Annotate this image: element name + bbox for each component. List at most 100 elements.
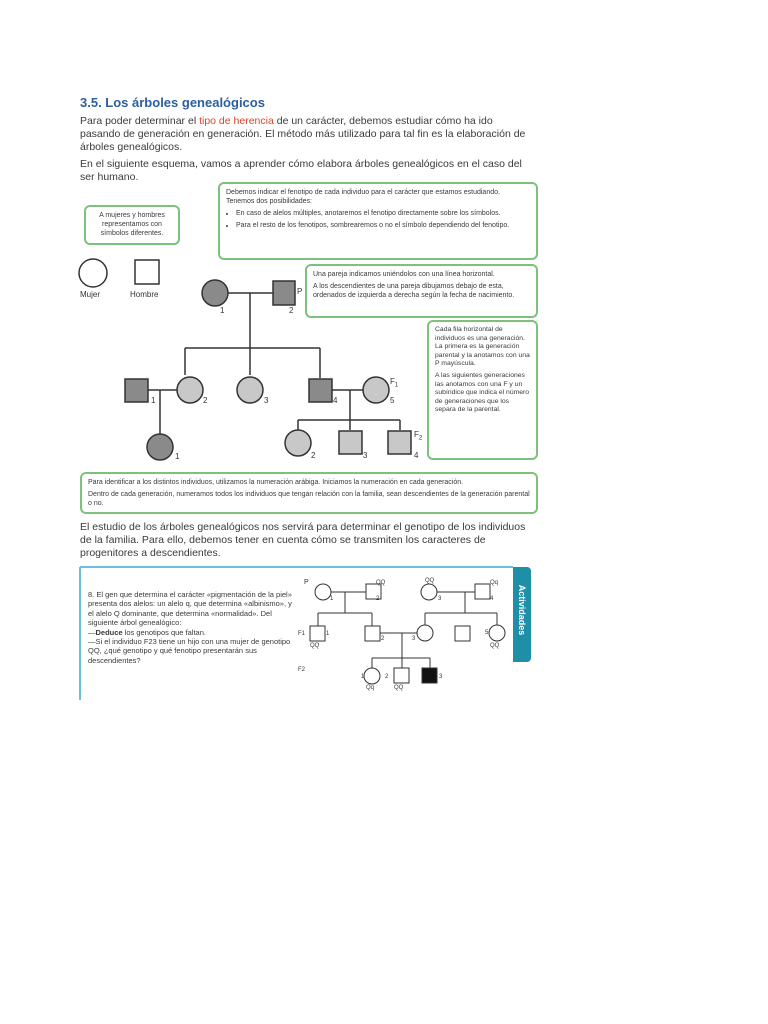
couple-text-1: Una pareja indicamos uniéndolos con una … bbox=[313, 271, 495, 278]
numbering-box: Para identificar a los distintos individ… bbox=[80, 472, 538, 514]
f2-1-woman-symbol bbox=[146, 433, 174, 461]
act-f2-3-man-albino bbox=[421, 667, 438, 684]
legend-man-label: Hombre bbox=[130, 290, 159, 299]
phenotype-item-2: Para el resto de los fenotipos, sombrear… bbox=[236, 221, 530, 230]
f2-letter: F bbox=[414, 430, 419, 439]
symbols-box: A mujeres y hombres representamos con sí… bbox=[84, 205, 180, 245]
intro-paragraph-2: En el siguiente esquema, vamos a aprende… bbox=[80, 158, 522, 183]
act-p2-man bbox=[365, 583, 382, 600]
act-p4-number: 4 bbox=[490, 596, 494, 602]
act-p3-genotype: QQ bbox=[425, 578, 435, 584]
act-f2-label: F2 bbox=[298, 667, 306, 673]
f1-1-man-symbol bbox=[124, 378, 149, 403]
activity-text-block: 8. El gen que determina el carácter «pig… bbox=[88, 590, 293, 665]
symbols-box-text: A mujeres y hombres representamos con sí… bbox=[99, 212, 165, 237]
act-p1-number: 1 bbox=[330, 596, 334, 602]
act-f2-3-number: 3 bbox=[439, 674, 443, 680]
activity-bullet-1-bold: Deduce bbox=[95, 627, 123, 637]
act-p1-woman bbox=[314, 583, 332, 601]
act-f1-2-man bbox=[364, 625, 381, 642]
p1-number: 1 bbox=[220, 306, 225, 315]
legend-woman-label: Mujer bbox=[80, 290, 101, 299]
generation-box: Cada fila horizontal de individuos es un… bbox=[427, 320, 538, 460]
f2-2-number: 2 bbox=[311, 451, 316, 460]
act-f1-label: F1 bbox=[298, 631, 306, 637]
f1-letter: F bbox=[390, 377, 395, 386]
f2-4-man-symbol bbox=[387, 430, 412, 455]
act-f1-1-man bbox=[309, 625, 326, 642]
f2-1-number: 1 bbox=[175, 452, 180, 461]
phenotype-box: Debemos indicar el fenotipo de cada indi… bbox=[218, 182, 538, 260]
act-p2-genotype: QQ bbox=[376, 580, 386, 586]
act-f1-3-woman bbox=[416, 624, 434, 642]
act-f1-5-genotype: QQ bbox=[490, 643, 500, 649]
f1-3-woman-symbol bbox=[236, 376, 264, 404]
activity-pedigree bbox=[79, 566, 513, 700]
p2-man-symbol bbox=[272, 280, 296, 306]
generation-text-1: Cada fila horizontal de individuos es un… bbox=[435, 326, 530, 368]
act-p4-man bbox=[474, 583, 491, 600]
activity-body: El gen que determina el carácter «pigmen… bbox=[88, 590, 292, 628]
act-f1-4-man bbox=[454, 625, 471, 642]
activities-tab bbox=[513, 567, 531, 662]
f1-5-woman-symbol bbox=[362, 376, 390, 404]
activity-number: 8. bbox=[88, 590, 95, 599]
f1-1-number: 1 bbox=[151, 396, 156, 405]
f1-2-number: 2 bbox=[203, 396, 208, 405]
activity-bullet-1: —Deduce los genotipos que faltan. bbox=[88, 627, 206, 637]
act-f2-2-man bbox=[393, 667, 410, 684]
intro-highlight: tipo de herencia bbox=[199, 115, 274, 127]
couple-box: Una pareja indicamos uniéndolos con una … bbox=[305, 264, 538, 318]
f2-3-man-symbol bbox=[338, 430, 363, 455]
act-f2-1-woman bbox=[363, 667, 381, 685]
generation-p-label: P bbox=[297, 287, 303, 296]
act-p3-number: 3 bbox=[438, 596, 442, 602]
act-p4-genotype: Qq bbox=[490, 580, 499, 586]
activities-tab-label: Actividades bbox=[513, 567, 531, 662]
act-f1-3-number: 3 bbox=[412, 636, 416, 642]
f2-3-number: 3 bbox=[363, 451, 368, 460]
f1-4-number: 4 bbox=[333, 396, 338, 405]
phenotype-item-1: En caso de alelos múltiples, anotaremos … bbox=[236, 209, 530, 218]
legend-woman-symbol bbox=[78, 258, 108, 288]
act-f1-5-number: 5 bbox=[485, 630, 489, 636]
activities-tab-text: Actividades bbox=[517, 584, 527, 636]
activity-bullet-1-rest: los genotipos que faltan. bbox=[122, 627, 206, 637]
f2-2-woman-symbol bbox=[284, 429, 312, 457]
activity-statement: 8. El gen que determina el carácter «pig… bbox=[88, 590, 293, 628]
numbering-text-1: Para identificar a los distintos individ… bbox=[88, 479, 464, 486]
activity-bullet-2: —Si el individuo F23 tiene un hijo con u… bbox=[88, 637, 291, 665]
act-p3-woman bbox=[420, 583, 438, 601]
generation-text-2: A las siguientes generaciones las anotam… bbox=[435, 371, 530, 414]
act-p2-number: 2 bbox=[376, 596, 380, 602]
f1-4-man-symbol bbox=[308, 378, 333, 403]
f1-subscript: 1 bbox=[394, 382, 399, 389]
closing-paragraph: El estudio de los árboles genealógicos n… bbox=[80, 521, 526, 559]
p1-woman-symbol bbox=[201, 279, 229, 307]
f1-3-number: 3 bbox=[264, 396, 269, 405]
intro-text-start: Para poder determinar el bbox=[80, 115, 200, 127]
act-f2-2-number: 2 bbox=[385, 674, 389, 680]
act-f1-1-genotype: QQ bbox=[310, 643, 320, 649]
act-p-label: P bbox=[304, 579, 309, 586]
p2-number: 2 bbox=[289, 306, 294, 315]
section-title: 3.5. Los árboles genealógicos bbox=[80, 95, 265, 110]
f1-5-number: 5 bbox=[390, 396, 395, 405]
act-f2-1-genotype: Qq bbox=[366, 685, 375, 691]
act-f2-2-genotype: QQ bbox=[394, 685, 404, 691]
f2-subscript: 2 bbox=[418, 435, 423, 442]
intro-paragraph: Para poder determinar el tipo de herenci… bbox=[80, 115, 535, 154]
act-f1-2-number: 2 bbox=[381, 636, 385, 642]
f2-4-number: 4 bbox=[414, 451, 419, 460]
phenotype-intro: Debemos indicar el fenotipo de cada indi… bbox=[226, 189, 500, 205]
pedigree-diagram bbox=[78, 258, 412, 461]
couple-text-2: A los descendientes de una pareja dibuja… bbox=[313, 283, 515, 299]
numbering-text-2: Dentro de cada generación, numeramos tod… bbox=[88, 491, 530, 507]
act-f1-1-number: 1 bbox=[326, 631, 330, 637]
generation-f2-label: F2 bbox=[414, 430, 422, 442]
legend-man-symbol bbox=[134, 259, 160, 285]
act-f2-1-number: 1 bbox=[361, 674, 365, 680]
act-f1-5-woman bbox=[488, 624, 506, 642]
intro-text-end: de un carácter, debemos estudiar cómo ha… bbox=[80, 115, 526, 153]
f1-2-woman-symbol bbox=[176, 376, 204, 404]
